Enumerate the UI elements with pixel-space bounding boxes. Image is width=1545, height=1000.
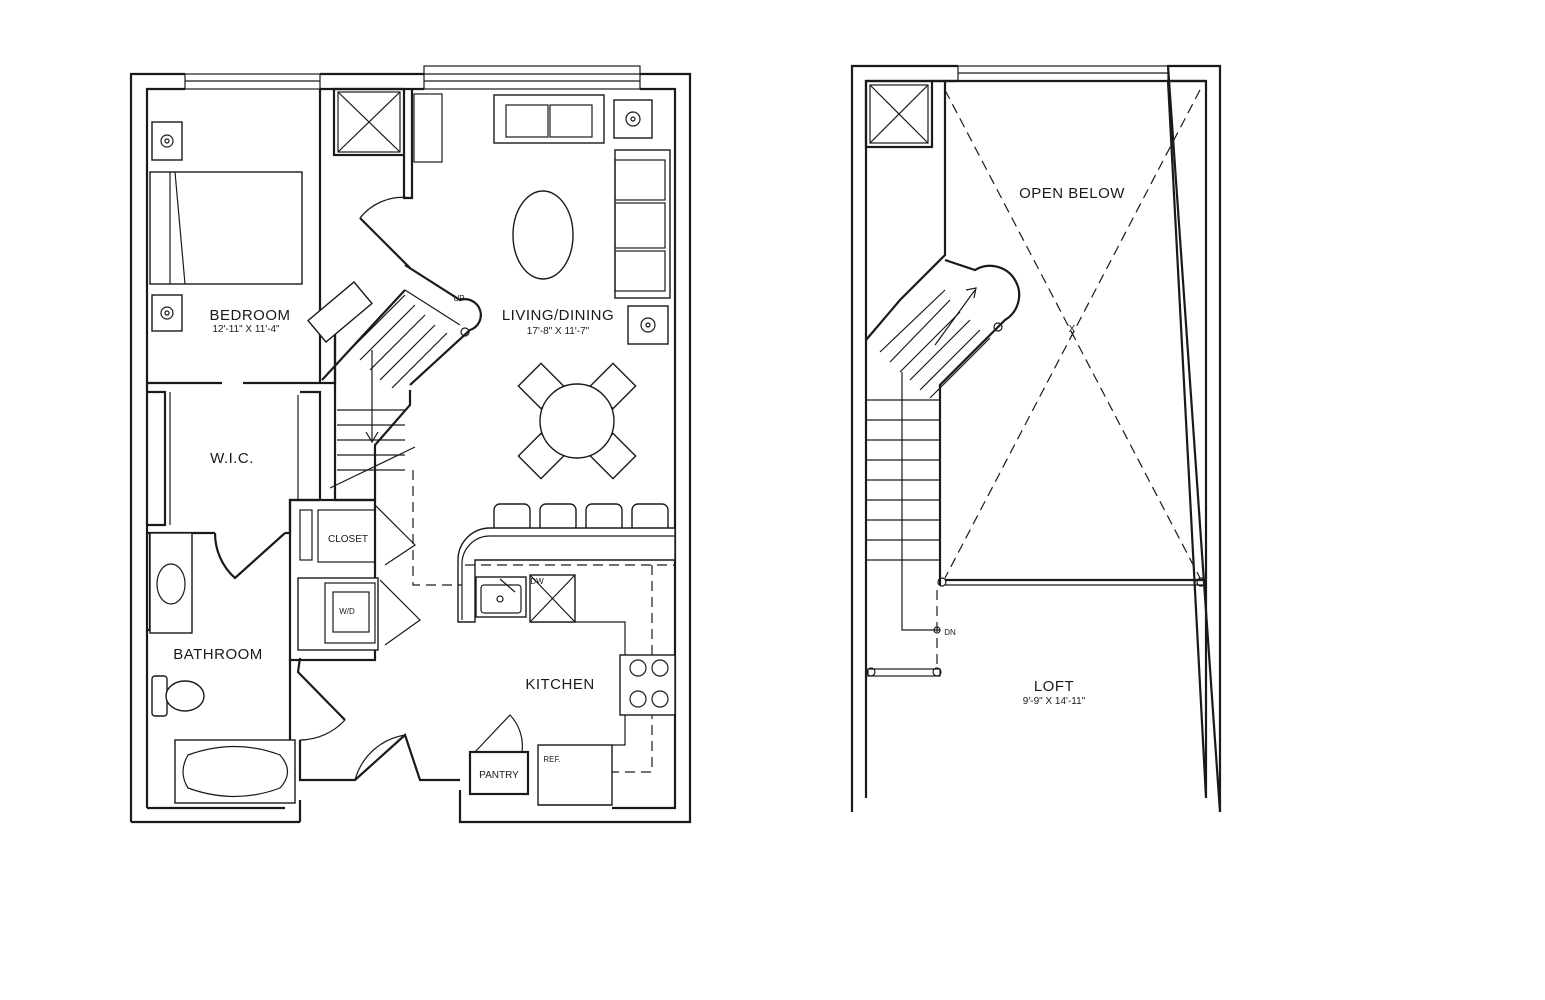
- bathroom: [147, 532, 460, 822]
- stair-up-label: UP: [453, 294, 464, 303]
- dishwasher-label: DW: [530, 577, 544, 586]
- closet-label: CLOSET: [328, 534, 368, 545]
- first-floor-plan: BEDROOM 12'-11" X 11'-4" LIVING/DINING 1…: [129, 65, 692, 824]
- dining-table: [517, 362, 637, 480]
- sofa-side: [614, 149, 671, 299]
- kitchen-sink: [475, 576, 527, 618]
- range: [619, 654, 676, 716]
- pantry: [468, 714, 530, 796]
- end-table-top: [613, 99, 653, 139]
- loft-dimensions: 9'-9" X 14'-11": [1023, 696, 1086, 707]
- open-below-mark: X: [1069, 324, 1076, 335]
- nightstand-bottom: [151, 294, 183, 332]
- bedroom-window: [184, 73, 321, 90]
- washer-dryer-label: W/D: [339, 607, 355, 616]
- living-dining-label: LIVING/DINING: [502, 307, 614, 324]
- loft-shaft: [864, 79, 934, 149]
- stair-first-floor: [329, 264, 482, 489]
- open-below-x: [944, 89, 1201, 579]
- shaft: [332, 87, 406, 157]
- dresser: [307, 281, 373, 343]
- stair-loft: [866, 258, 1021, 670]
- loft-outer-wall: [850, 64, 1222, 813]
- sofa-top: [493, 94, 605, 144]
- bedroom-dimensions: 12'-11" X 11'-4": [212, 324, 280, 335]
- bathtub: [174, 739, 296, 804]
- bedroom-label: BEDROOM: [209, 307, 290, 324]
- loft-floor-plan: OPEN BELOW X LOFT 9'-9" X 14'-11" DN: [850, 64, 1222, 813]
- bathroom-label: BATHROOM: [173, 646, 263, 663]
- dishwasher: [529, 574, 576, 623]
- nightstand-top: [151, 121, 183, 161]
- bed: [149, 171, 303, 285]
- washer-dryer: [297, 577, 421, 651]
- loft-label: LOFT: [1034, 678, 1074, 695]
- living-window: [423, 65, 641, 90]
- stair-down-label: DN: [944, 628, 956, 637]
- bar-stools: [493, 503, 669, 533]
- open-below-edge: [945, 79, 1206, 582]
- living-dining-dimensions: 17'-8" X 11'-7": [527, 326, 590, 337]
- wic-label: W.I.C.: [210, 450, 254, 467]
- coffee-table: [512, 190, 574, 280]
- loft-railing: [866, 667, 942, 677]
- refrigerator-label: REF.: [543, 755, 560, 764]
- kitchen-label: KITCHEN: [525, 676, 594, 693]
- refrigerator: [537, 744, 613, 806]
- pantry-label: PANTRY: [479, 770, 519, 781]
- first-floor-outer-wall: [129, 72, 692, 824]
- open-below-label: OPEN BELOW: [1019, 185, 1125, 202]
- toilet: [151, 675, 205, 717]
- loft-window: [957, 65, 1169, 82]
- end-table-bottom: [627, 305, 669, 345]
